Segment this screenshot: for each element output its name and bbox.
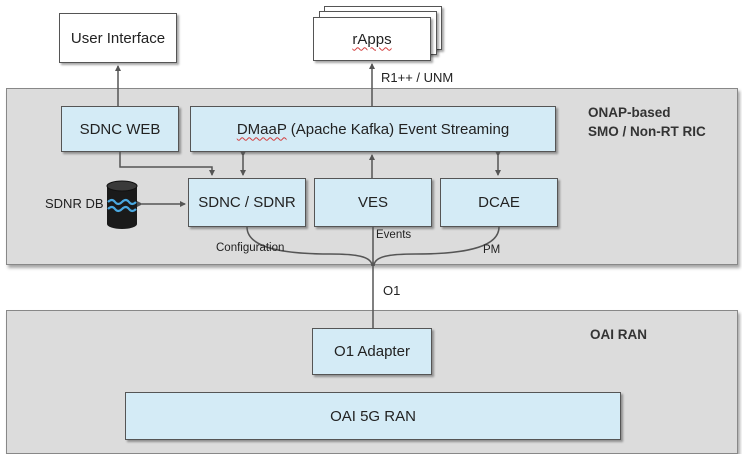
rapps-label: rApps [352,30,392,48]
sdnr-db-label: SDNR DB [45,196,104,211]
configuration-label: Configuration [216,242,285,254]
user-interface-box[interactable]: User Interface [59,13,177,63]
arrow-sdnc-web-to-sdnr [119,152,215,176]
database-icon [106,180,138,229]
oai-5g-ran-box[interactable]: OAI 5G RAN [125,392,621,440]
o1-adapter-box[interactable]: O1 Adapter [312,328,432,375]
rapps-box[interactable]: rApps [313,17,431,61]
sdnc-web-box[interactable]: SDNC WEB [61,106,179,152]
ves-box[interactable]: VES [314,178,432,227]
events-label: Events [376,229,412,241]
sdnc-sdnr-box[interactable]: SDNC / SDNR [188,178,306,227]
curve-configuration [246,226,373,267]
smo-title: ONAP-based SMO / Non-RT RIC [588,105,706,139]
r1-interface-label: R1++ / UNM [381,70,454,85]
pm-label: PM [483,244,501,256]
o1-label: O1 [383,283,401,298]
dmaap-label: DMaaP (Apache Kafka) Event Streaming [236,120,510,138]
dmaap-box[interactable]: DMaaP (Apache Kafka) Event Streaming [190,106,556,152]
curve-pm [373,226,500,267]
oai-ran-title: OAI RAN [590,327,647,342]
dcae-box[interactable]: DCAE [440,178,558,227]
